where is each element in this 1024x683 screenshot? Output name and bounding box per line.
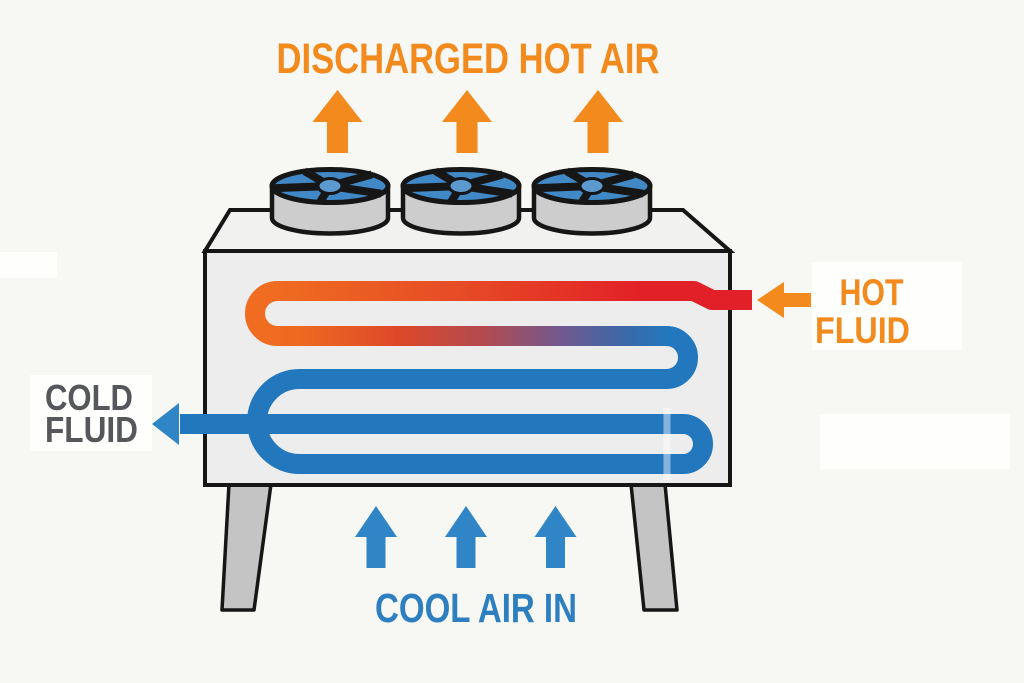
hot-fluid-label-line2: FLUID	[815, 310, 910, 351]
pipe-cold-section	[180, 326, 713, 474]
heat-exchanger-coil	[152, 281, 752, 480]
background-patch	[30, 375, 152, 451]
hot-air-up-arrow-icon	[573, 90, 623, 153]
cool-air-in-label: COOL AIR IN	[375, 585, 577, 631]
cool-air-up-arrow-icon	[445, 506, 487, 568]
watermark-artifact	[663, 408, 671, 480]
hot-fluid-left-arrow-icon	[757, 282, 811, 318]
pipe-hot-inlet	[640, 281, 752, 310]
hot-fluid-label-line1: HOT	[840, 272, 904, 313]
background-patch	[0, 252, 57, 278]
discharged-hot-air-label: DISCHARGED HOT AIR	[277, 35, 660, 83]
cool-air-up-arrow-icon	[355, 506, 397, 568]
hot-air-up-arrow-icon	[312, 90, 363, 153]
fan-icon	[403, 170, 519, 234]
hot-air-arrows	[312, 90, 623, 153]
hot-air-up-arrow-icon	[442, 90, 492, 153]
pipe-row1-gradient	[245, 281, 645, 346]
fan-icon	[534, 170, 650, 234]
background-patch	[812, 262, 962, 350]
cold-fluid-label-line2: FLUID	[45, 409, 138, 450]
cool-air-arrows	[355, 506, 577, 568]
cool-air-up-arrow-icon	[534, 506, 577, 568]
background-patch	[820, 414, 1010, 469]
cold-fluid-label-line1: COLD	[45, 377, 133, 418]
fan-icon	[272, 170, 388, 234]
cold-fluid-left-arrow-icon	[152, 403, 179, 445]
